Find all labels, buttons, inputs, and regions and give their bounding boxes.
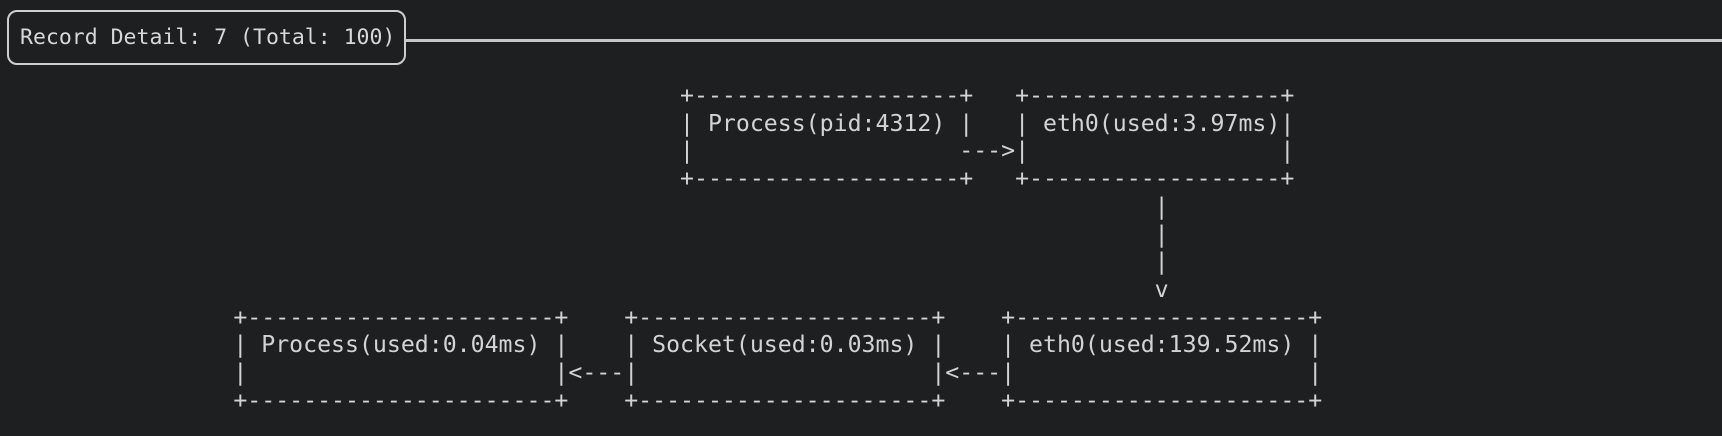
ascii-flow-diagram: +-------------------+ +-----------------…: [233, 82, 1323, 414]
record-detail-title-box: Record Detail: 7 (Total: 100): [7, 10, 406, 65]
pane-border-line: [404, 39, 1722, 42]
record-detail-title: Record Detail: 7 (Total: 100): [20, 25, 396, 50]
